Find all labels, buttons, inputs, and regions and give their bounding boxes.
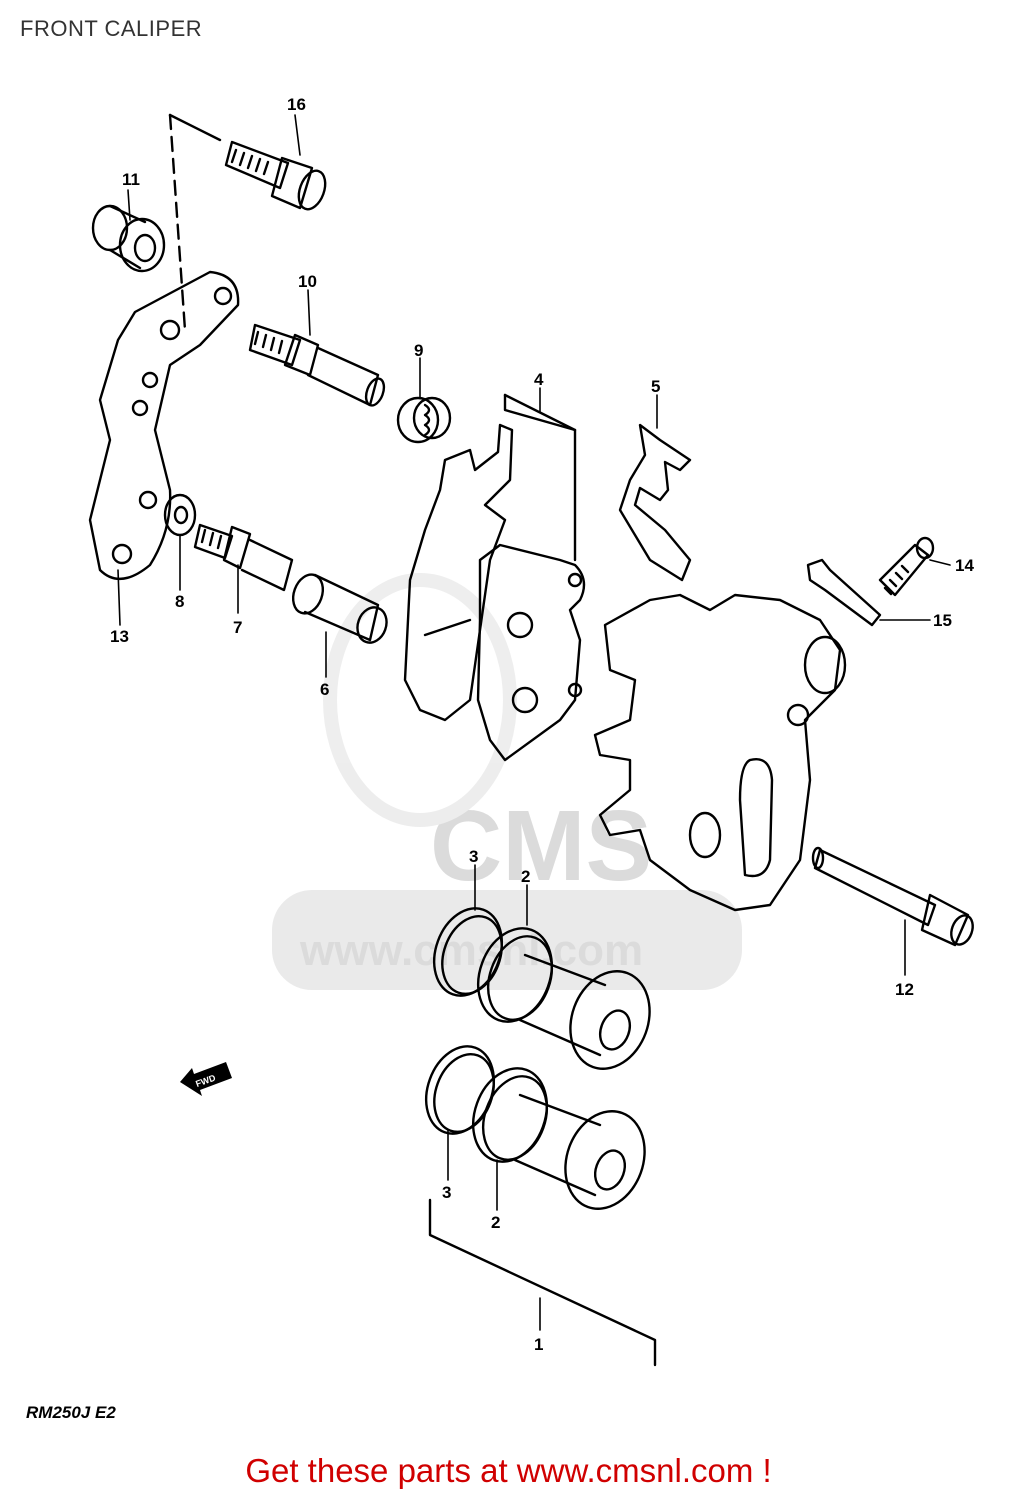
- callout-15: 15: [933, 611, 952, 630]
- caliper-body: [593, 593, 847, 912]
- pin-7: [193, 523, 294, 592]
- boot-9: [396, 396, 452, 444]
- bleeder-14: [878, 536, 935, 597]
- callout-2-lower: 2: [491, 1213, 500, 1232]
- callout-9: 9: [414, 341, 423, 360]
- callout-3-lower: 3: [442, 1183, 451, 1202]
- callout-5: 5: [651, 377, 660, 396]
- callout-6: 6: [320, 680, 329, 699]
- callouts: 16 11 10 9 4 5 14 15 8 7 13 6 3 2 12 3 2…: [110, 95, 974, 1354]
- cap-15: [806, 558, 882, 627]
- callout-16: 16: [287, 95, 306, 114]
- callout-14: 14: [955, 556, 974, 575]
- spring-5: [618, 423, 692, 582]
- watermark: www.cmsnl.com CMS: [272, 573, 742, 990]
- collar-11: [91, 204, 166, 273]
- callout-12: 12: [895, 980, 914, 999]
- bracket-13: [88, 270, 240, 580]
- model-code: RM250J E2: [26, 1403, 116, 1422]
- callout-3-upper: 3: [469, 847, 478, 866]
- callout-10: 10: [298, 272, 317, 291]
- callout-4: 4: [534, 370, 544, 389]
- bolt-16: [224, 140, 327, 211]
- callout-11: 11: [122, 170, 140, 189]
- page-title: FRONT CALIPER: [20, 16, 203, 41]
- callout-7: 7: [233, 618, 242, 637]
- brake-pads-4: [403, 423, 586, 762]
- watermark-text: www.cmsnl.com: [299, 926, 643, 975]
- callout-1: 1: [534, 1335, 543, 1354]
- pin-10: [248, 323, 386, 407]
- piston-seal-upper: [433, 907, 651, 1070]
- pin-6: [291, 573, 388, 644]
- fwd-arrow-icon: FWD: [180, 1062, 232, 1096]
- piston-seal-lower: [425, 1045, 646, 1210]
- callout-8: 8: [175, 592, 184, 611]
- callout-2-upper: 2: [521, 867, 530, 886]
- bolt-12: [811, 846, 974, 947]
- get-parts-link[interactable]: Get these parts at www.cmsnl.com !: [245, 1452, 772, 1489]
- callout-13: 13: [110, 627, 129, 646]
